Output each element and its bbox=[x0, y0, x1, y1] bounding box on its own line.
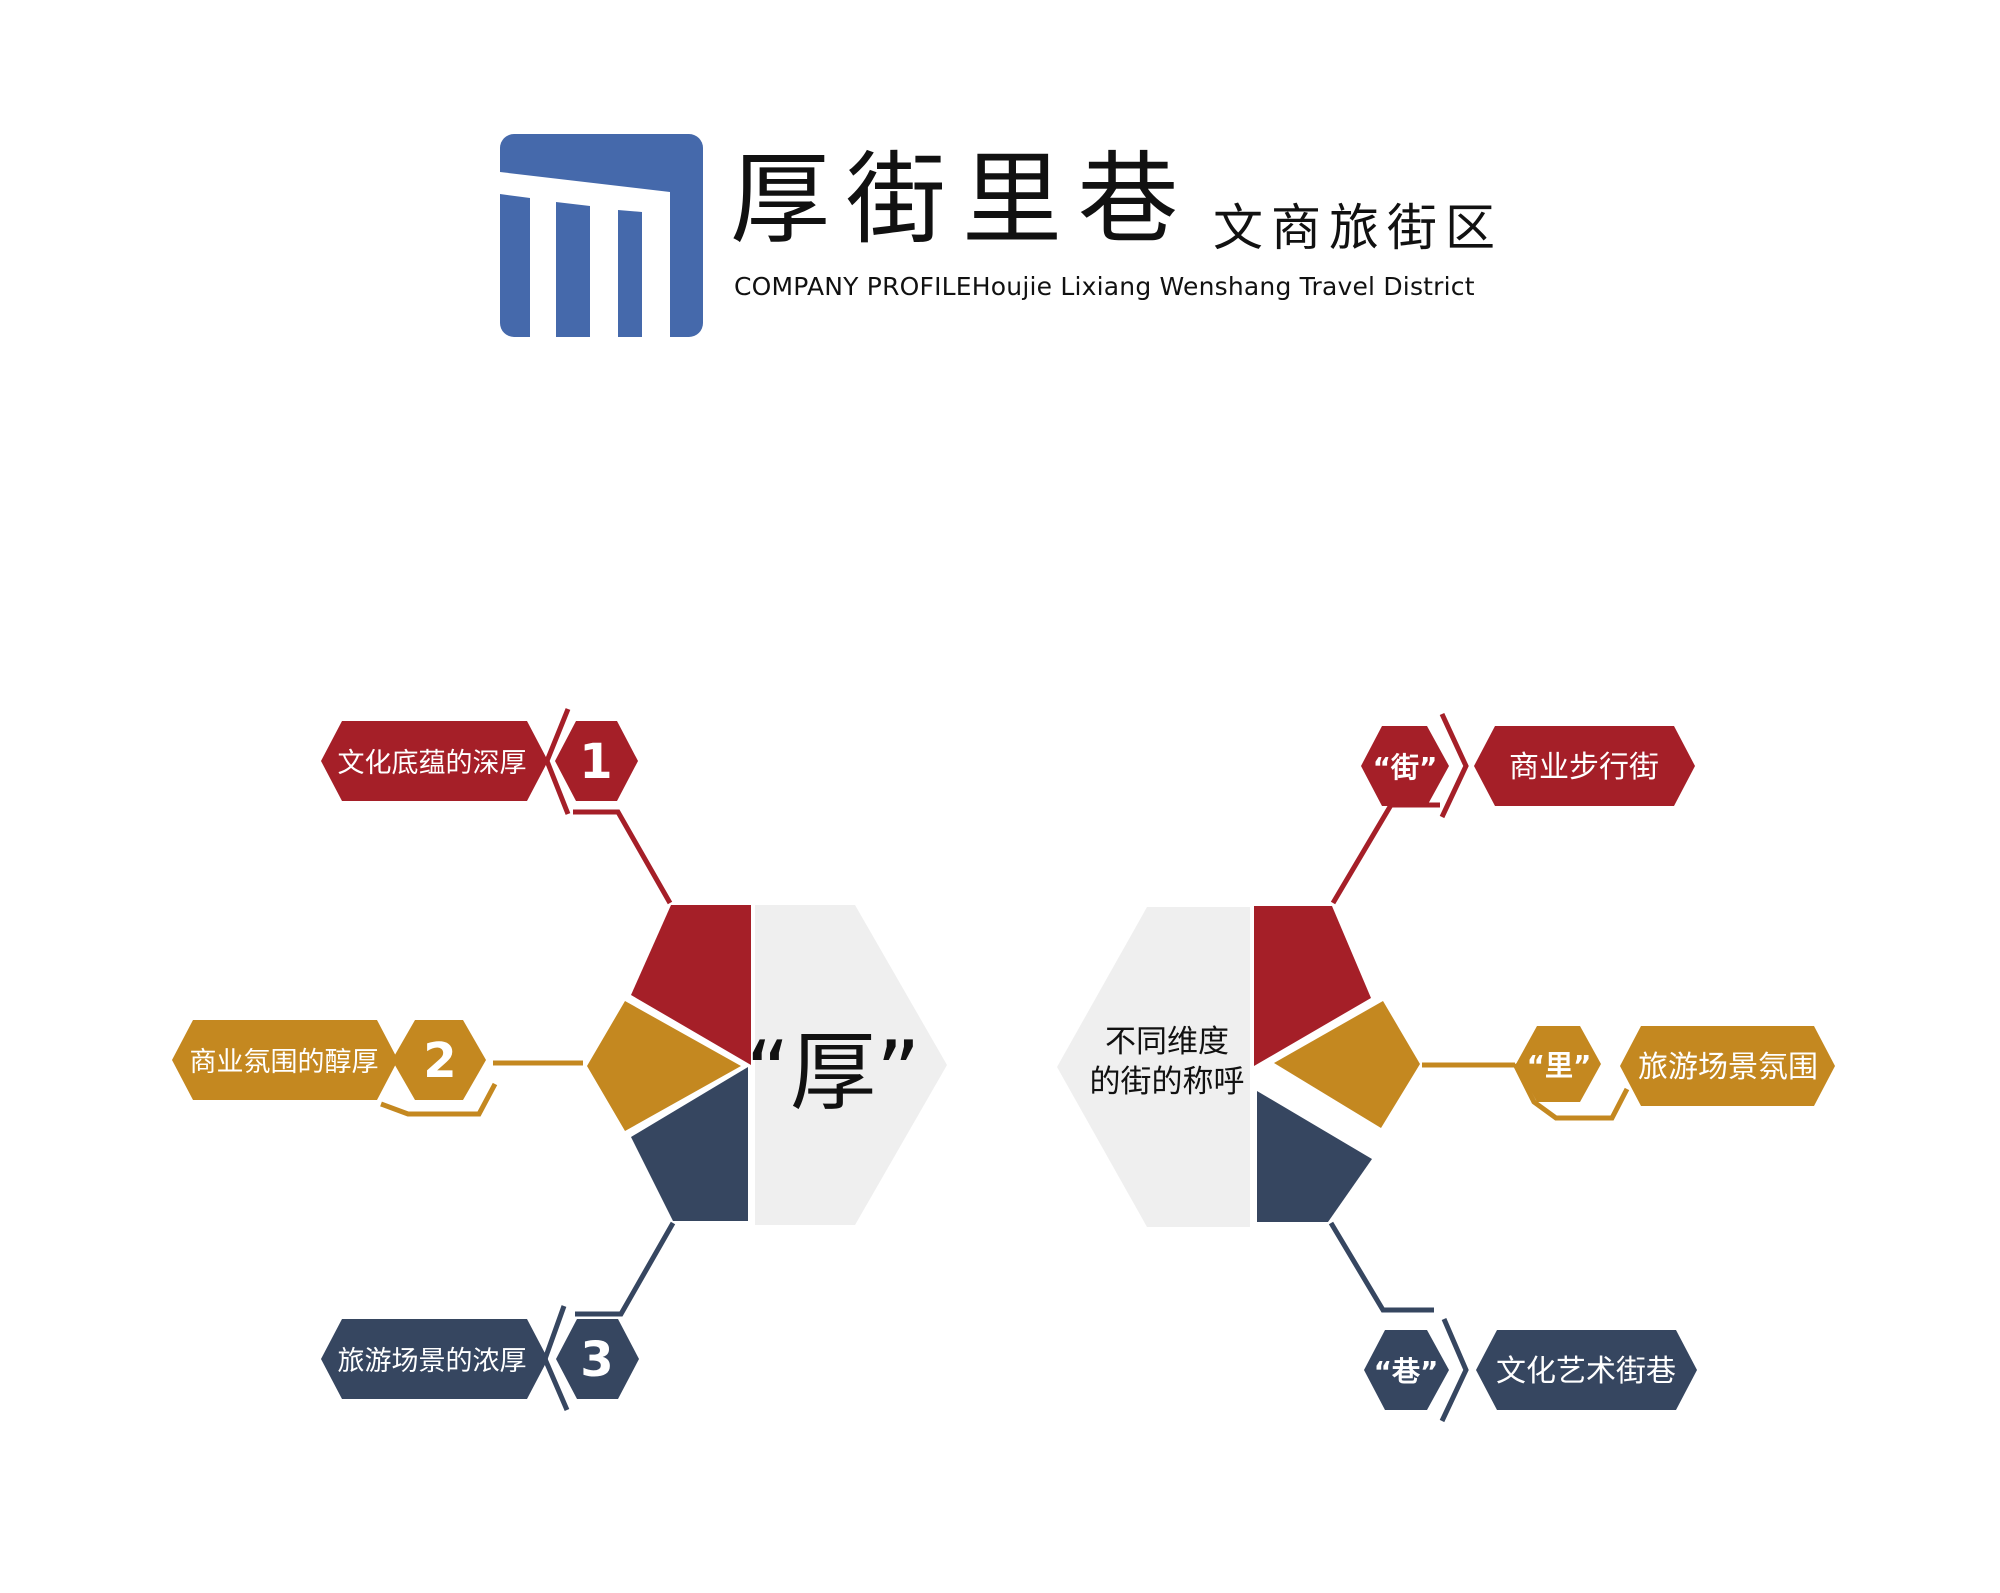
right-segment-gold bbox=[1274, 1001, 1420, 1128]
left-item-1-label-hexagon bbox=[321, 721, 548, 801]
left-item-1: 文化底蕴的深厚 1 bbox=[321, 708, 638, 815]
right-item-1-outline bbox=[1439, 712, 1469, 819]
right-item-1-label: 商业步行街 bbox=[1509, 750, 1659, 785]
right-item-1-tag: “街” bbox=[1373, 751, 1438, 784]
header: 厚街里巷 文商旅街区 COMPANY PROFILEHoujie Lixiang… bbox=[0, 0, 2000, 360]
right-segment-navy bbox=[1257, 1091, 1372, 1222]
right-item-2: “里” 旅游场景氛围 bbox=[1512, 1026, 1835, 1121]
left-item-3-number: 3 bbox=[580, 1332, 613, 1388]
left-item-3-label: 旅游场景的浓厚 bbox=[338, 1346, 527, 1377]
right-item-3: “巷” 文化艺术街巷 bbox=[1364, 1318, 1697, 1423]
left-item-1-number-hexagon bbox=[555, 721, 638, 801]
right-item-2-label: 旅游场景氛围 bbox=[1638, 1050, 1818, 1085]
right-item-2-label-hexagon bbox=[1620, 1026, 1835, 1106]
right-segment-red bbox=[1254, 906, 1371, 1066]
brand-title: 厚街里巷 bbox=[730, 141, 1194, 258]
right-connector-3 bbox=[1328, 1221, 1434, 1313]
right-item-1-label-hexagon bbox=[1474, 726, 1695, 806]
left-diagram: “厚” 文化底蕴的深厚 1 商业氛围的醇厚 2 旅游场景的浓厚 3 bbox=[172, 708, 947, 1411]
left-item-1-number: 1 bbox=[579, 734, 612, 790]
left-item-2-number-hexagon bbox=[392, 1020, 486, 1100]
right-center-label-line1: 不同维度 bbox=[1105, 1024, 1229, 1060]
left-segment-navy bbox=[631, 1067, 748, 1221]
right-connector-1 bbox=[1330, 802, 1440, 905]
right-item-2-outline bbox=[1512, 1062, 1630, 1121]
left-item-3-label-hexagon bbox=[321, 1319, 548, 1399]
left-connector-3 bbox=[575, 1221, 676, 1317]
left-segment-red bbox=[631, 905, 751, 1065]
left-item-3: 旅游场景的浓厚 3 bbox=[321, 1305, 639, 1411]
left-connector-1 bbox=[573, 809, 673, 905]
left-item-1-label: 文化底蕴的深厚 bbox=[338, 748, 527, 779]
right-item-3-outline bbox=[1439, 1318, 1469, 1423]
left-item-2-outline bbox=[380, 1082, 498, 1117]
left-item-3-outline bbox=[542, 1305, 570, 1411]
left-center-label: “厚” bbox=[745, 1023, 920, 1123]
left-item-3-number-hexagon bbox=[556, 1319, 639, 1399]
right-center-label-line2: 的街的称呼 bbox=[1090, 1064, 1245, 1100]
right-item-3-tag: “巷” bbox=[1374, 1355, 1439, 1388]
brand-subtitle: 文商旅街区 bbox=[1213, 199, 1503, 257]
left-item-2-number: 2 bbox=[423, 1033, 456, 1089]
left-item-2-label-hexagon bbox=[172, 1020, 398, 1100]
right-item-1-tag-hexagon bbox=[1361, 726, 1449, 806]
right-item-3-label-hexagon bbox=[1476, 1330, 1697, 1410]
street-gate-logo-icon bbox=[500, 134, 703, 337]
right-item-3-tag-hexagon bbox=[1364, 1330, 1449, 1410]
right-item-2-tag: “里” bbox=[1527, 1049, 1592, 1082]
left-item-1-outline bbox=[544, 708, 571, 815]
right-diagram: 不同维度 的街的称呼 “街” 商业步行街 “里” 旅游场景氛围 “ bbox=[1057, 712, 1835, 1423]
left-center-hexagon bbox=[755, 905, 947, 1225]
right-center-hexagon bbox=[1057, 907, 1250, 1227]
right-item-3-label: 文化艺术街巷 bbox=[1496, 1354, 1676, 1389]
left-segment-gold bbox=[587, 1001, 741, 1131]
brand-english-title: COMPANY PROFILEHoujie Lixiang Wenshang T… bbox=[734, 272, 1475, 301]
left-item-2-label: 商业氛围的醇厚 bbox=[190, 1047, 379, 1078]
right-item-1: “街” 商业步行街 bbox=[1361, 712, 1695, 819]
right-item-2-tag-hexagon bbox=[1516, 1026, 1601, 1102]
left-item-2: 商业氛围的醇厚 2 bbox=[172, 1020, 498, 1117]
